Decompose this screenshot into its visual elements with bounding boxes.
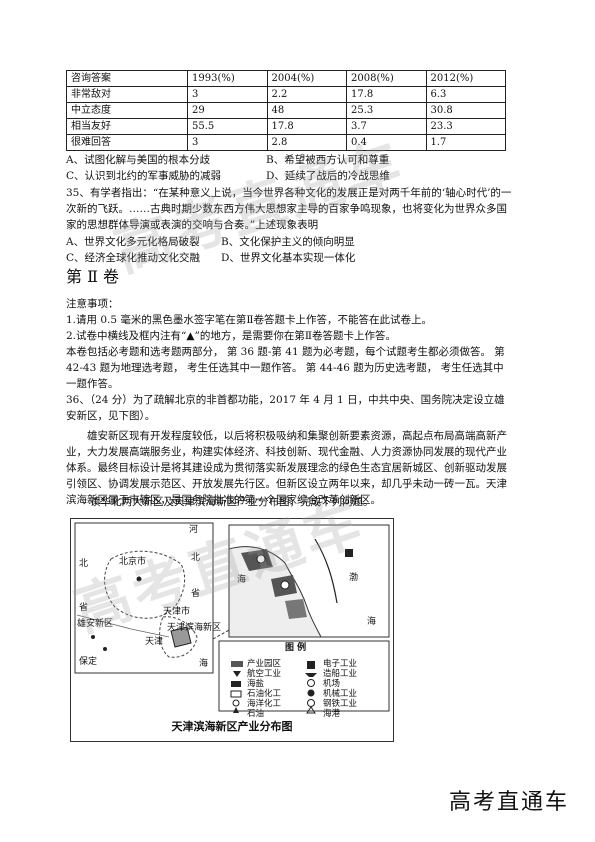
industry-map-figure: 河 北 北京市 北 省 省 天津市 雄安新区 天津滨海新区 天津 保定 海 海 … (70, 518, 394, 742)
legend-item: 机场 (323, 679, 341, 689)
column-header: 2012(%) (425, 70, 506, 87)
option-b: B、希望被西方认可和尊重 (266, 154, 390, 166)
map-label: 北 (191, 553, 201, 563)
table-row: 非常敌对 3 2.2 17.8 6.3 (66, 86, 506, 103)
table-cell: 中立态度 (66, 102, 188, 119)
column-header: 咨询答案 (66, 70, 188, 87)
table-cell: 0.4 (346, 134, 427, 151)
map-label: 省 (79, 603, 89, 613)
option-b: B、文化保护主义的倾向明显 (221, 236, 355, 248)
option-d: D、世界文化基本实现一体化 (221, 252, 356, 264)
table-cell: 17.8 (266, 118, 347, 135)
option-a: A、试图化解与美国的根本分歧 (66, 154, 211, 166)
column-header: 2008(%) (346, 70, 427, 87)
map-label: 北京市 (119, 557, 147, 567)
legend-item: 电子工业 (323, 659, 358, 669)
table-row: 相当友好 55.5 17.8 3.7 23.3 (66, 118, 506, 135)
q36-prompt: 读华北两大新区及天津滨海新区产业分布图，完成下列问题。 (90, 496, 374, 508)
legend-item: 航空工业 (247, 669, 282, 679)
map-label: 北 (79, 559, 89, 569)
legend-item: 海港 (323, 709, 341, 719)
map-label: 河 (189, 525, 199, 535)
table-cell: 29 (187, 102, 268, 119)
brand-logo-text: 高考直通车 (448, 790, 569, 815)
notice-item-3: 本卷包括必考题和选考题两部分， 第 36 题-第 41 题为必考题，每个试题考生… (66, 346, 505, 390)
legend-item: 产业园区 (247, 659, 282, 669)
notice-item-1: 1.请用 0.5 毫米的黑色墨水签字笔在第Ⅱ卷答题卡上作答，不能答在此试卷上。 (66, 314, 433, 326)
table-cell: 25.3 (346, 102, 427, 119)
table-cell: 3 (187, 86, 268, 103)
notice-item-2: 2.试卷中横线及框内注有“▲”的地方，是需要你在第Ⅱ卷答题卡上作答。 (66, 330, 396, 342)
map-label: 雄安新区 (77, 619, 114, 629)
column-header: 2004(%) (266, 70, 347, 87)
section-title: 第 Ⅱ 卷 (66, 267, 120, 286)
table-cell: 1.7 (425, 134, 506, 151)
table-cell: 相当友好 (66, 118, 188, 135)
q35-option-row-2: C、经济全球化推动文化交融 D、世界文化基本实现一体化 (66, 250, 355, 266)
map-label: 渤 (349, 573, 359, 583)
map-caption: 天津滨海新区产业分布图 (171, 720, 293, 733)
table-cell: 48 (266, 102, 347, 119)
notice-title: 注意事项： (66, 298, 119, 310)
table-cell: 很难回答 (66, 134, 188, 151)
legend-item: 海盐 (247, 679, 265, 689)
table-cell: 6.3 (425, 86, 506, 103)
q35-stem: 35、有学者指出：“在某种意义上说，当今世界各种文化的发展正是对两千年前的‘轴心… (66, 187, 512, 231)
table-cell: 2.8 (266, 134, 347, 151)
table-cell: 23.3 (425, 118, 506, 135)
option-c: C、认识到北约的军事威胁的减弱 (66, 170, 222, 182)
map-label: 海 (199, 659, 209, 669)
map-label: 天津 (145, 637, 164, 647)
table-cell: 3.7 (346, 118, 427, 135)
option-d: D、延续了战后的冷战思维 (266, 170, 390, 182)
map-label: 天津市 (163, 607, 191, 617)
table-header-row: 咨询答案 1993(%) 2004(%) 2008(%) 2012(%) (66, 70, 506, 87)
map-label: 天津滨海新区 (167, 623, 222, 633)
q34-option-row-2: C、认识到北约的军事威胁的减弱 D、延续了战后的冷战思维 (66, 168, 390, 184)
map-label: 省 (191, 589, 201, 599)
table-cell: 30.8 (425, 102, 506, 119)
map-label: 海 (367, 617, 377, 627)
survey-table: 咨询答案 1993(%) 2004(%) 2008(%) 2012(%) 非常敌… (66, 70, 506, 151)
legend-item: 石油 (247, 709, 265, 719)
q36-stem: 36、（24 分）为了疏解北京的非首都功能，2017 年 4 月 1 日，中共中… (66, 394, 505, 422)
legend-item: 石油化工 (247, 689, 282, 699)
table-cell: 55.5 (187, 118, 268, 135)
option-a: A、世界文化多元化格局破裂 (66, 236, 200, 248)
legend-item: 机械工业 (323, 689, 358, 699)
table-row: 中立态度 29 48 25.3 30.8 (66, 102, 506, 119)
table-row: 很难回答 3 2.8 0.4 1.7 (66, 134, 506, 151)
legend-item: 造船工业 (323, 669, 358, 679)
q34-option-row-1: A、试图化解与美国的根本分歧 B、希望被西方认可和尊重 (66, 152, 389, 168)
map-label: 海 (237, 575, 247, 585)
map-graphics (74, 522, 390, 714)
table-cell: 3 (187, 134, 268, 151)
q36-paragraph: 雄安新区现有开发程度较低，以后将积极吸纳和集聚创新要素资源，高起点布局高端高新产… (66, 430, 507, 506)
table-cell: 17.8 (346, 86, 427, 103)
map-label: 保定 (79, 657, 98, 667)
table-cell: 2.2 (266, 86, 347, 103)
legend-item: 海洋化工 (247, 699, 282, 709)
q35-option-row-1: A、世界文化多元化格局破裂 B、文化保护主义的倾向明显 (66, 234, 355, 250)
legend-title: 图 例 (285, 643, 307, 653)
column-header: 1993(%) (187, 70, 268, 87)
table-cell: 非常敌对 (66, 86, 188, 103)
option-c: C、经济全球化推动文化交融 (66, 252, 201, 264)
legend-item: 钢铁工业 (323, 699, 358, 709)
